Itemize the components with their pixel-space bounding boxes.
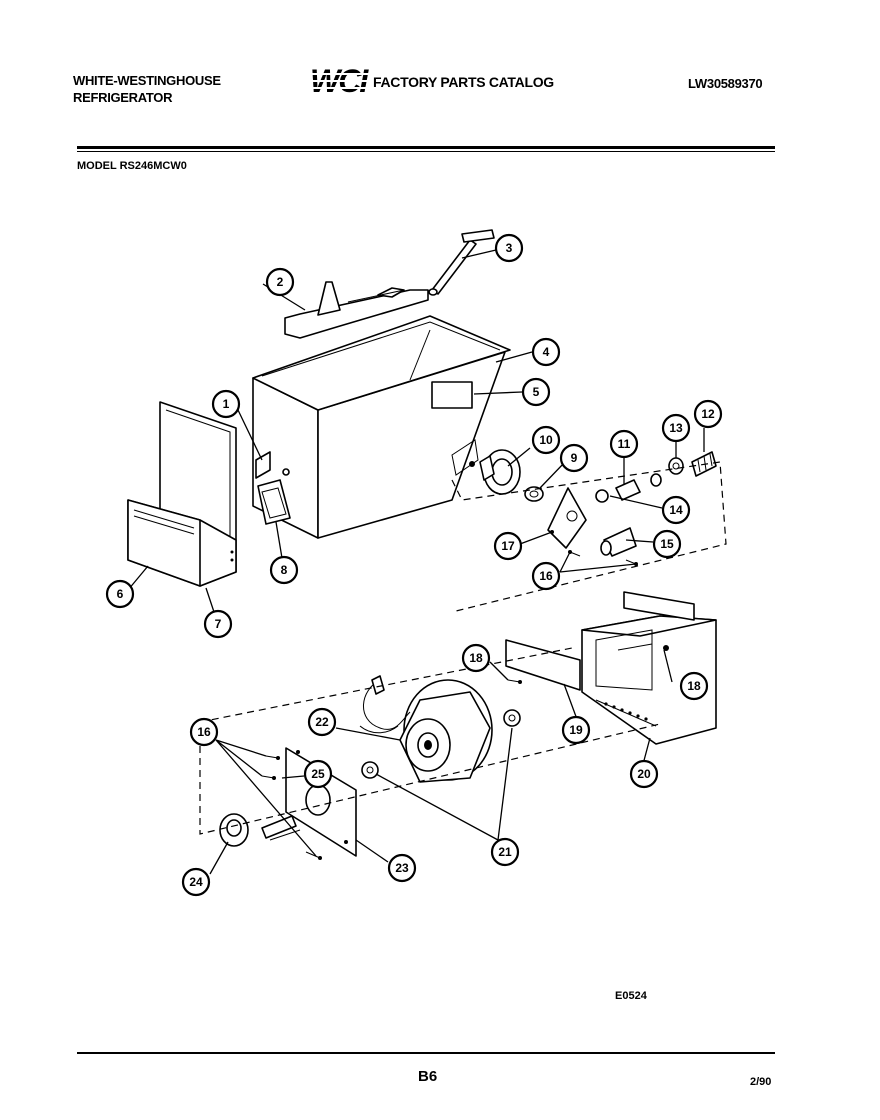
svg-text:15: 15 [660,537,674,551]
figure-code: E0524 [615,990,647,1002]
callout-23: 23 [387,853,417,883]
part-19-cover [505,639,581,691]
assembly-outline-lower [199,647,661,835]
part-8-plate [257,479,291,525]
callout-4: 4 [531,337,561,367]
callout-11: 11 [609,429,639,459]
catalog-date: 2/90 [750,1076,772,1088]
callout-14: 14 [661,495,691,525]
assembly-outline-upper [451,461,727,613]
svg-text:14: 14 [669,503,683,517]
part-15-shaft [600,527,637,557]
brand-name: WHITE-WESTINGHOUSE [73,73,221,88]
footer-rule [77,1052,775,1054]
svg-text:23: 23 [395,861,409,875]
part-18-screw [507,679,522,684]
part-4-ice-container [252,315,511,539]
svg-text:8: 8 [281,563,288,577]
callout-13: 13 [661,413,691,443]
callout-8: 8 [269,555,299,585]
callout-24: 24 [181,867,211,897]
svg-text:5: 5 [533,385,540,399]
svg-text:19: 19 [569,723,583,737]
svg-text:22: 22 [315,715,329,729]
svg-text:12: 12 [701,407,715,421]
callout-16-lower: 16 [189,717,219,747]
svg-text:21: 21 [498,845,512,859]
callout-19: 19 [561,715,591,745]
svg-text:11: 11 [618,437,631,451]
svg-text:4: 4 [543,345,550,359]
callout-18-left: 18 [461,643,491,673]
catalog-title: FACTORY PARTS CATALOG [373,74,554,90]
product-type: REFRIGERATOR [73,90,173,105]
callout-1: 1 [211,389,241,419]
part-10-housing [469,449,521,495]
callout-10: 10 [531,425,561,455]
catalog-number: LW30589370 [688,76,763,91]
wci-logo: WCI [308,63,371,103]
part-3-rod [428,229,495,296]
callout-2: 2 [265,267,295,297]
part-1-clip [255,451,290,479]
part-16-screws-upper [568,550,638,566]
part-16-screws-lower [261,755,322,860]
callout-12: 12 [693,399,723,429]
svg-text:9: 9 [571,451,578,465]
part-9-gear [524,486,544,502]
callout-6: 6 [105,579,135,609]
part-22-motor [359,675,493,783]
part-23-plate [285,747,357,857]
svg-text:7: 7 [215,617,222,631]
page-number: B6 [418,1068,438,1085]
header-rule-thin [77,151,775,152]
svg-text:10: 10 [539,433,553,447]
part-20-motor-housing [581,591,717,745]
part-11-coupling [595,473,662,503]
callout-9: 9 [559,443,589,473]
callout-22: 22 [307,707,337,737]
brand-block: WHITE-WESTINGHOUSE REFRIGERATOR [73,72,221,106]
callout-25: 25 [303,759,333,789]
svg-text:13: 13 [669,421,683,435]
callout-16-upper: 16 [531,561,561,591]
callout-18-right: 18 [679,671,709,701]
svg-text:24: 24 [189,875,203,889]
svg-text:20: 20 [637,767,651,781]
callout-15: 15 [652,529,682,559]
svg-text:18: 18 [469,651,483,665]
callout-17: 17 [493,531,523,561]
header-rule [77,146,775,149]
part-24-bushing [219,813,249,847]
svg-text:17: 17 [501,539,515,553]
callout-21: 21 [490,837,520,867]
svg-text:25: 25 [311,767,325,781]
part-21-gears [361,709,521,779]
part-13-washer [668,457,684,475]
svg-text:2: 2 [277,275,284,289]
callout-20: 20 [629,759,659,789]
svg-text:18: 18 [687,679,701,693]
part-25-spacer [261,815,301,841]
part-6-7-door [127,401,237,587]
leader-lines [127,249,705,875]
svg-text:16: 16 [197,725,211,739]
svg-text:6: 6 [117,587,124,601]
callout-3: 3 [494,233,524,263]
part-17-bracket [547,487,587,549]
svg-text:1: 1 [223,397,230,411]
model-number: MODEL RS246MCW0 [77,160,187,172]
callout-5: 5 [521,377,551,407]
svg-text:3: 3 [506,241,513,255]
svg-text:16: 16 [539,569,553,583]
callout-7: 7 [203,609,233,639]
part-2-bracket [284,281,429,339]
